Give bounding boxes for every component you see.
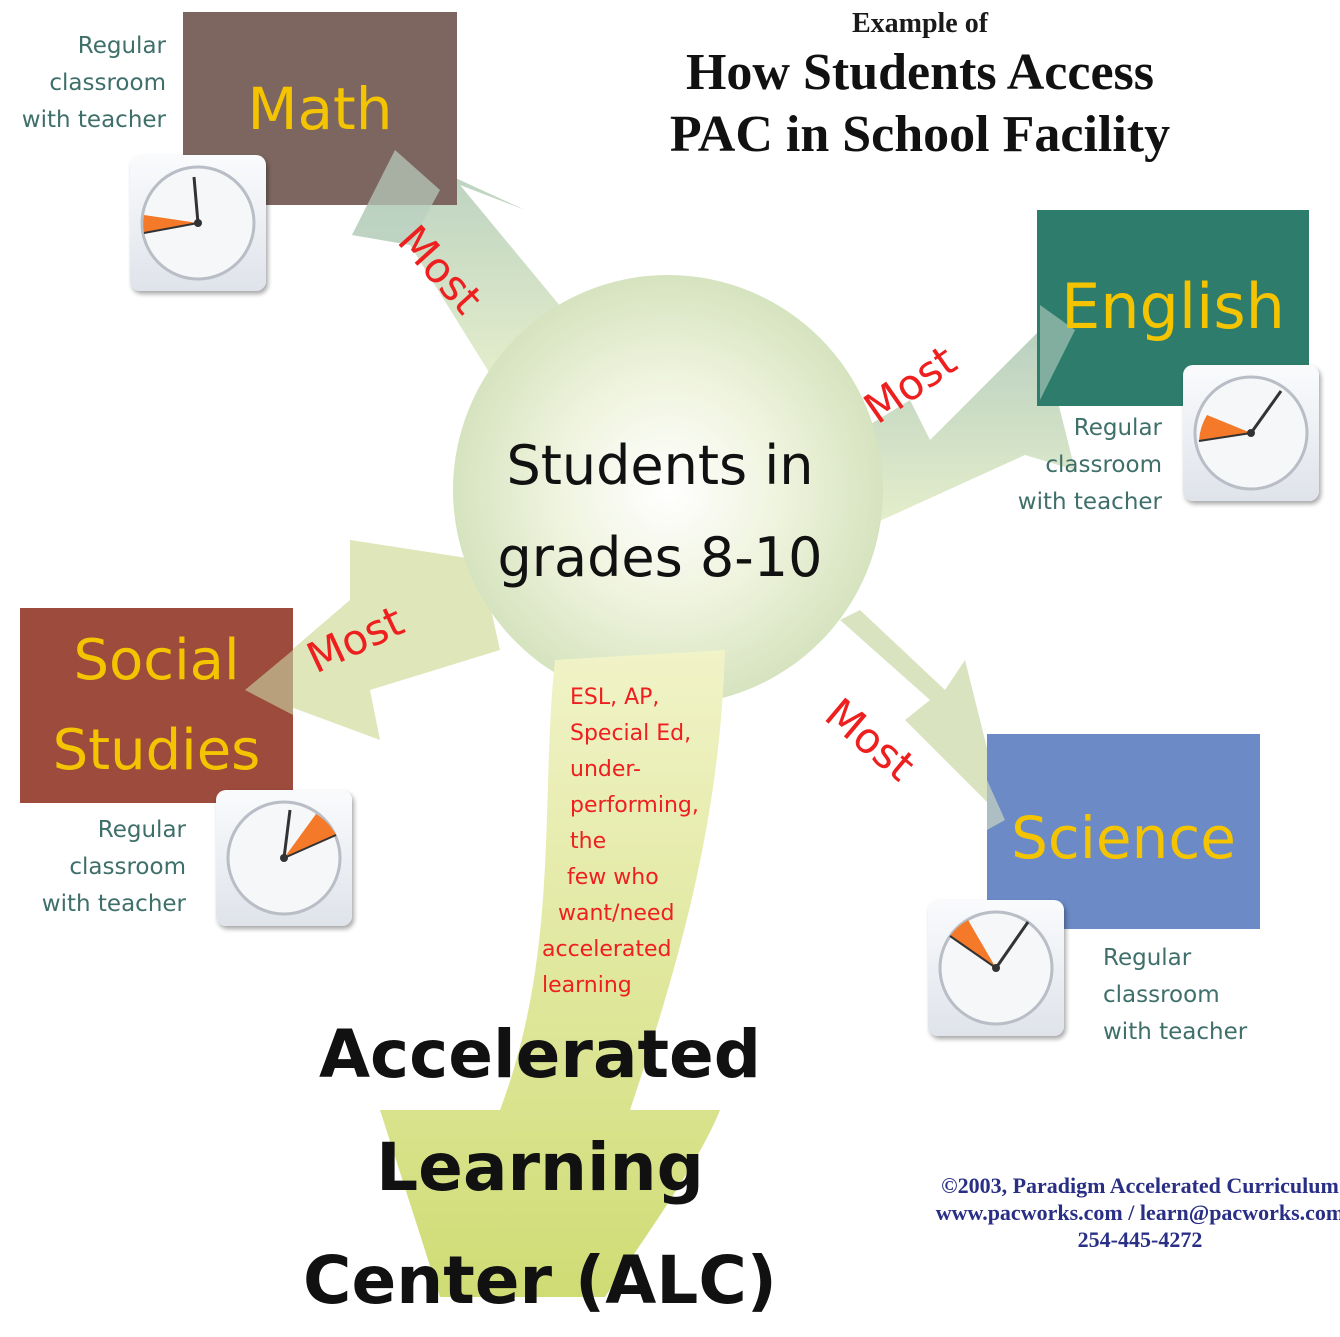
clock-face-icon [140, 165, 256, 281]
list-item: want/need [558, 901, 675, 926]
arrow-to-english [820, 330, 1075, 530]
caption-line-3: with teacher [1103, 1019, 1248, 1045]
science-label: Science [987, 734, 1260, 929]
social-studies-box[interactable] [20, 608, 293, 803]
list-item: under- [570, 757, 641, 782]
alc-line-3: Center (ALC) [303, 1242, 777, 1319]
arrow-tip-math [352, 150, 440, 245]
alc-title: Accelerated Learning Center (ALC) [230, 998, 850, 1337]
alc-line-2: Learning [376, 1129, 704, 1206]
math-clock-icon [130, 155, 266, 291]
english-label: English [1037, 210, 1309, 406]
caption-line-3: with teacher [41, 891, 186, 917]
copyright-line-3: 254-445-4272 [1077, 1227, 1203, 1252]
arrow-tip-english [1040, 305, 1075, 400]
center-label: Students in grades 8-10 [450, 420, 870, 604]
list-item: learning [542, 973, 632, 998]
list-item: ESL, AP, [570, 685, 660, 710]
science-caption: Regular classroom with teacher [1103, 940, 1273, 1051]
alc-student-list: ESL, AP, Special Ed, under- performing, … [540, 680, 699, 1004]
arrow-tip-science [987, 780, 1005, 830]
social-label-line-2: Studies [52, 717, 261, 783]
caption-line-2: classroom [1103, 982, 1220, 1008]
list-item: the [570, 829, 607, 854]
clock-face-icon [1193, 375, 1309, 491]
english-label-text: English [1061, 270, 1285, 343]
caption-line-1: Regular [97, 817, 186, 843]
math-label-text: Math [247, 74, 393, 143]
list-item: Special Ed, [570, 721, 692, 746]
page-title: How Students Access PAC in School Facili… [555, 42, 1285, 166]
list-item: few who [567, 865, 659, 890]
math-caption: Regular classroom with teacher [6, 28, 166, 139]
caption-line-1: Regular [1103, 945, 1192, 971]
caption-line-1: Regular [77, 33, 166, 59]
center-line-2: grades 8-10 [497, 526, 823, 589]
arrow-to-alc [380, 650, 725, 1297]
copyright-line-2: www.pacworks.com / learn@pacworks.com [935, 1200, 1340, 1225]
clock-face-icon [226, 800, 342, 916]
science-clock-icon [928, 900, 1064, 1036]
english-caption: Regular classroom with teacher [1000, 410, 1162, 521]
title-line-2: How Students Access [685, 44, 1155, 101]
alc-line-1: Accelerated [318, 1016, 762, 1093]
caption-line-3: with teacher [21, 107, 166, 133]
list-item: performing, [570, 793, 699, 818]
list-item: accelerated [542, 937, 672, 962]
social-studies-label: Social Studies [20, 608, 293, 803]
clock-face-icon [938, 910, 1054, 1026]
caption-line-2: classroom [1045, 452, 1162, 478]
title-intro: Example of [851, 8, 989, 39]
copyright-line-1: ©2003, Paradigm Accelerated Curriculum [941, 1173, 1339, 1198]
title-line-3: PAC in School Facility [669, 106, 1171, 163]
copyright-block: ©2003, Paradigm Accelerated Curriculum w… [860, 1172, 1340, 1253]
social-label-line-1: Social [73, 627, 240, 693]
science-label-text: Science [1011, 804, 1236, 872]
caption-line-2: classroom [69, 854, 186, 880]
caption-line-1: Regular [1073, 415, 1162, 441]
english-clock-icon [1183, 365, 1319, 501]
arrow-tip-social [245, 650, 293, 715]
math-label: Math [183, 12, 457, 205]
social-caption: Regular classroom with teacher [24, 812, 186, 923]
caption-line-3: with teacher [1017, 489, 1162, 515]
science-box[interactable] [987, 734, 1260, 929]
arrow-to-social [245, 540, 500, 740]
social-clock-icon [216, 790, 352, 926]
arrow-to-science [840, 610, 1005, 820]
caption-line-2: classroom [49, 70, 166, 96]
center-hub [453, 275, 883, 705]
center-line-1: Students in [506, 434, 814, 497]
diagram-background [20, 12, 1309, 1297]
